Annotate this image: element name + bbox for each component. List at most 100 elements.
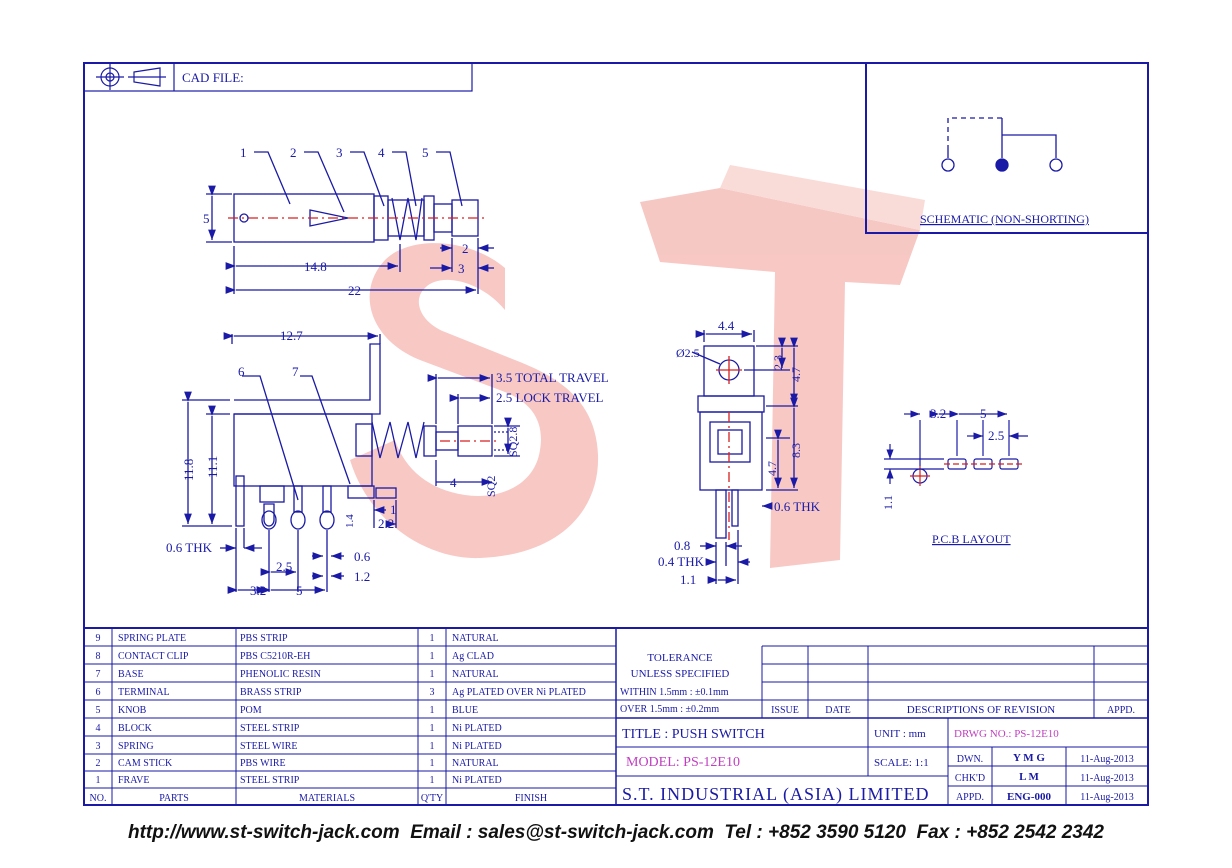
callout-4: 4 <box>378 145 385 160</box>
revision-date-header: DATE <box>825 705 851 716</box>
dim-end-thk: 0.6 THK <box>774 499 821 514</box>
unit-text: UNIT : mm <box>874 728 926 740</box>
dim-end-h2: 4.7 <box>789 367 803 382</box>
bom-qty: 1 <box>430 651 435 662</box>
title-text: TITLE : PUSH SWITCH <box>622 727 765 742</box>
top-view-labels: 1 2 3 4 5 5 14.8 22 2 3 <box>203 145 469 298</box>
tolerance-title: TOLERANCE <box>647 652 712 664</box>
dim-end-h4: 8.3 <box>789 443 803 458</box>
tolerance-revision-block <box>616 645 1148 719</box>
bom-qty: 1 <box>430 775 435 786</box>
pcb-layout <box>884 410 1028 486</box>
bom-finish: BLUE <box>452 705 478 716</box>
bom-part: TERMINAL <box>118 687 170 698</box>
schematic-label: SCHEMATIC (NON-SHORTING) <box>920 212 1089 226</box>
contact-footer: http://www.st-switch-jack.com Email : sa… <box>127 822 1104 843</box>
bom-finish: NATURAL <box>452 669 499 680</box>
title-block-text: TITLE : PUSH SWITCH UNIT : mm DRWG NO.: … <box>622 727 1134 805</box>
bom-qty: 1 <box>430 741 435 752</box>
drawn-name: Y M G <box>1013 752 1045 764</box>
cad-file-label: CAD FILE: <box>182 70 244 85</box>
bom-qty: 1 <box>430 723 435 734</box>
dim-total-travel: 3.5 TOTAL TRAVEL <box>496 370 609 385</box>
dim-lock-travel: 2.5 LOCK TRAVEL <box>496 390 604 405</box>
dim-side-thk: 0.6 THK <box>166 540 213 555</box>
bom-part: CONTACT CLIP <box>118 651 189 662</box>
drawn-label: DWN. <box>957 754 983 765</box>
revision-issue-header: ISSUE <box>771 705 799 716</box>
tolerance-text: TOLERANCE UNLESS SPECIFIED WITHIN 1.5mm … <box>620 652 1135 716</box>
bom-material: PBS C5210R-EH <box>240 651 310 662</box>
bom-qty: 1 <box>430 705 435 716</box>
dim-side-height-total: 11.8 <box>181 459 196 481</box>
bom-material: PBS STRIP <box>240 633 288 644</box>
top-view <box>206 151 494 294</box>
dim-end-hole: Ø2.5 <box>676 346 700 360</box>
bom-part: SPRING PLATE <box>118 633 186 644</box>
dim-pcb-d3: 2.5 <box>988 428 1004 443</box>
dim-side-pitch-1: 3.2 <box>250 583 266 598</box>
drawing-number: DRWG NO.: PS-12E10 <box>954 728 1059 740</box>
bom-rows: 9 SPRING PLATE PBS STRIP 1 NATURAL 8 CON… <box>90 633 586 804</box>
bom-table <box>84 627 1148 805</box>
bom-no: 4 <box>96 723 101 734</box>
bom-no: 7 <box>96 669 101 680</box>
bom-part: FRAVE <box>118 775 150 786</box>
title-block <box>616 718 1148 805</box>
bom-material: STEEL STRIP <box>240 775 300 786</box>
bom-no: 1 <box>96 775 101 786</box>
bom-no: 2 <box>96 758 101 769</box>
bom-part: CAM STICK <box>118 758 173 769</box>
dim-knob-length: 4 <box>450 475 457 490</box>
side-view-labels: 12.7 3.5 TOTAL TRAVEL 2.5 LOCK TRAVEL SQ… <box>166 328 609 598</box>
dim-side-pin-width: 0.6 <box>354 549 371 564</box>
tolerance-over: OVER 1.5mm : ±0.2mm <box>620 704 719 715</box>
callout-2: 2 <box>290 145 297 160</box>
callout-3: 3 <box>336 145 343 160</box>
bom-qty: 1 <box>430 758 435 769</box>
bom-qty: 3 <box>430 687 435 698</box>
bom-header-materials: MATERIALS <box>299 793 355 804</box>
bom-material: PHENOLIC RESIN <box>240 669 321 680</box>
dim-top-overall: 22 <box>348 283 361 298</box>
dim-side-pitch-2: 5 <box>296 583 303 598</box>
bom-no: 9 <box>96 633 101 644</box>
tolerance-within: WITHIN 1.5mm : ±0.1mm <box>620 687 729 698</box>
dim-top-knob: 2 <box>462 241 469 256</box>
callout-6: 6 <box>238 364 245 379</box>
dim-side-width: 12.7 <box>280 328 303 343</box>
dim-side-pitch-small: 2.5 <box>276 559 292 574</box>
bom-material: STEEL STRIP <box>240 723 300 734</box>
callout-7: 7 <box>292 364 299 379</box>
bom-part: KNOB <box>118 705 147 716</box>
model-text: MODEL: PS-12E10 <box>626 755 740 770</box>
bom-finish: NATURAL <box>452 633 499 644</box>
bom-finish: Ni PLATED <box>452 775 502 786</box>
bom-qty: 1 <box>430 633 435 644</box>
bom-finish: NATURAL <box>452 758 499 769</box>
bom-part: BLOCK <box>118 723 153 734</box>
pcb-layout-label: P.C.B LAYOUT <box>932 532 1011 546</box>
dim-side-pin-height: 1.2 <box>354 569 370 584</box>
revision-desc-header: DESCRIPTIONS OF REVISION <box>907 704 1056 716</box>
dim-pcb-d4: 1.1 <box>881 495 895 510</box>
side-view <box>182 332 520 594</box>
bom-material: BRASS STRIP <box>240 687 302 698</box>
approved-label: APPD. <box>956 792 984 803</box>
bom-material: STEEL WIRE <box>240 741 298 752</box>
approved-name: ENG-000 <box>1007 791 1052 803</box>
dim-side-pin-c: 1.4 <box>344 514 356 528</box>
schematic-diagram <box>941 117 1063 172</box>
bom-finish: Ag CLAD <box>452 651 494 662</box>
dim-end-pin-a: 0.8 <box>674 538 690 553</box>
bom-qty: 1 <box>430 669 435 680</box>
checked-date: 11-Aug-2013 <box>1080 773 1134 784</box>
dim-pcb-d2: 5 <box>980 406 987 421</box>
bom-part: SPRING <box>118 741 154 752</box>
bom-material: POM <box>240 705 262 716</box>
callout-1: 1 <box>240 145 247 160</box>
bom-finish: Ni PLATED <box>452 723 502 734</box>
bom-finish: Ni PLATED <box>452 741 502 752</box>
checked-name: L M <box>1019 771 1039 783</box>
